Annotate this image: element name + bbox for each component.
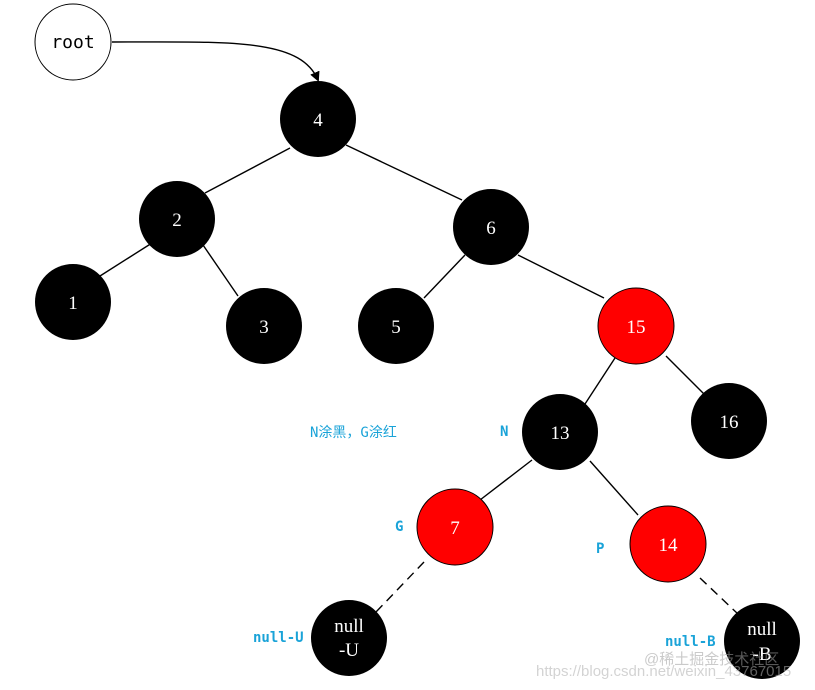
node-circle: [453, 189, 529, 265]
node-circle: [724, 603, 800, 679]
null-node-u-line1: null: [334, 616, 364, 637]
node-label: 7: [450, 518, 460, 539]
tree-edges: [99, 144, 706, 516]
edge-15-13: [584, 357, 616, 405]
node-label: 2: [172, 210, 182, 231]
tree-node-1: 1: [35, 264, 111, 340]
edge-14-null-b: [699, 577, 739, 615]
null-node-b-line1: null: [747, 619, 777, 640]
node-circle: [311, 600, 387, 676]
tree-node-3: 3: [226, 288, 302, 364]
null-node-b-line2: -B: [753, 644, 772, 665]
tree-node-4: 4: [280, 81, 356, 157]
edge-6-15: [517, 254, 605, 299]
edge-6-5: [423, 254, 466, 299]
tree-node-6: 6: [453, 189, 529, 265]
node-circle: [358, 288, 434, 364]
edge-15-16: [665, 355, 706, 396]
null-node-b: null -B: [724, 603, 800, 679]
node-label: 6: [486, 218, 496, 239]
node-circle: [691, 383, 767, 459]
tree-node-7: 7: [416, 488, 494, 566]
annotation-p: P: [596, 541, 604, 557]
step-note: N涂黑，G涂红: [310, 425, 397, 441]
node-label: 15: [627, 317, 646, 338]
node-label: 3: [259, 317, 269, 338]
null-edges: [375, 561, 739, 615]
watermark: https://blog.csdn.net/weixin_43767015 @稀…: [536, 651, 791, 680]
edge-2-3: [202, 244, 239, 297]
node-circle: [416, 488, 494, 566]
annotation-null-u: null-U: [253, 630, 304, 646]
watermark-url: https://blog.csdn.net/weixin_43767015: [536, 663, 791, 680]
node-label: 4: [313, 110, 323, 131]
edge-13-7: [479, 459, 533, 501]
tree-node-5: 5: [358, 288, 434, 364]
node-label: 14: [659, 535, 679, 556]
edge-4-6: [345, 144, 463, 201]
annotations: N G P null-U null-B N涂黑，G涂红: [253, 424, 716, 650]
annotation-null-b: null-B: [665, 634, 716, 650]
tree-node-13: 13: [522, 394, 598, 470]
edge-7-null-u: [375, 561, 425, 613]
tree-node-14: 14: [629, 505, 707, 583]
edge-13-14: [589, 460, 639, 516]
root-pointer-arrow: [111, 41, 320, 82]
annotation-g: G: [395, 519, 403, 535]
tree-node-16: 16: [691, 383, 767, 459]
tree-node-2: 2: [139, 181, 215, 257]
edge-4-2: [204, 147, 291, 194]
node-circle: [629, 505, 707, 583]
edge-2-1: [99, 242, 153, 277]
node-circle: [35, 264, 111, 340]
node-label: 16: [720, 412, 739, 433]
null-node-u-line2: -U: [339, 640, 359, 661]
annotation-n: N: [500, 424, 508, 440]
node-label: 1: [68, 293, 78, 314]
null-node-u: null -U: [311, 600, 387, 676]
node-circle: [280, 81, 356, 157]
node-circle: [597, 287, 675, 365]
node-circle: [139, 181, 215, 257]
node-label: 13: [551, 423, 570, 444]
node-circle: [522, 394, 598, 470]
watermark-site: @稀土掘金技术社区: [644, 651, 779, 668]
root-label: root: [51, 32, 94, 53]
node-circle: [226, 288, 302, 364]
root-node: root: [34, 3, 112, 81]
node-label: 5: [391, 317, 401, 338]
tree-node-15: 15: [597, 287, 675, 365]
